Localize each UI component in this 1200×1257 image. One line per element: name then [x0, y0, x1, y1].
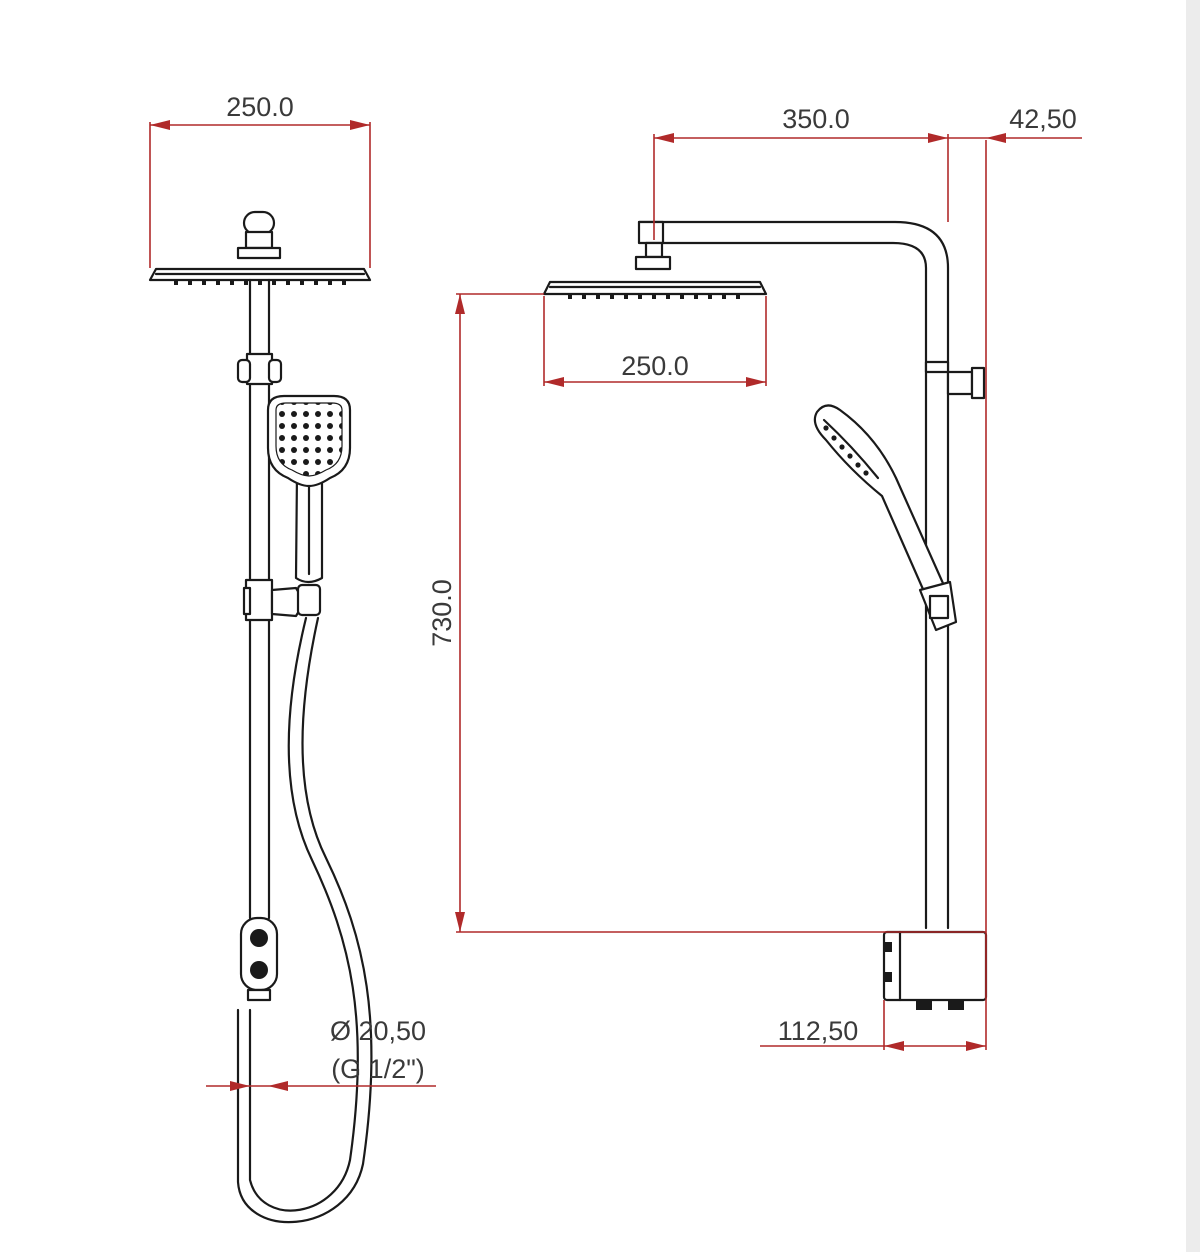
front-wall-bracket: [236, 352, 283, 386]
page-edge: [1186, 0, 1200, 1252]
side-height-label: 730.0: [427, 579, 457, 647]
side-head-width-dimension: [543, 296, 767, 387]
side-hand-shower: [813, 404, 958, 632]
side-head-width-label: 250.0: [621, 351, 689, 381]
front-head-width-label: 250.0: [226, 92, 294, 122]
side-arm-length-dimension: [653, 133, 949, 240]
side-overhead-arm: [637, 220, 950, 930]
side-view: [542, 140, 988, 1050]
side-wall-offset-dimension: [948, 133, 1082, 143]
side-arm-length-label: 350.0: [782, 104, 850, 134]
side-mixer-depth-dimension: [760, 1000, 986, 1051]
front-inlet-dimension: [206, 1081, 436, 1091]
side-wall-offset-label: 42,50: [1009, 104, 1077, 134]
front-slider-holder: [242, 578, 322, 622]
side-mixer-body: [882, 930, 988, 1010]
front-diverter-body: [239, 916, 279, 1002]
front-rain-shower-head: [148, 210, 372, 285]
front-hose: [236, 616, 373, 1224]
front-hand-shower: [266, 394, 352, 584]
side-mixer-depth-label: 112,50: [778, 1016, 859, 1046]
front-inlet-diameter-label: Ø 20,50: [330, 1016, 426, 1046]
front-inlet-thread-label: (G 1/2"): [331, 1054, 425, 1084]
side-wall-bracket: [924, 360, 986, 400]
side-rain-shower-head: [542, 241, 768, 299]
front-head-width-dimension: [149, 120, 371, 268]
side-height-dimension: [455, 293, 986, 933]
front-view: [148, 210, 373, 1224]
